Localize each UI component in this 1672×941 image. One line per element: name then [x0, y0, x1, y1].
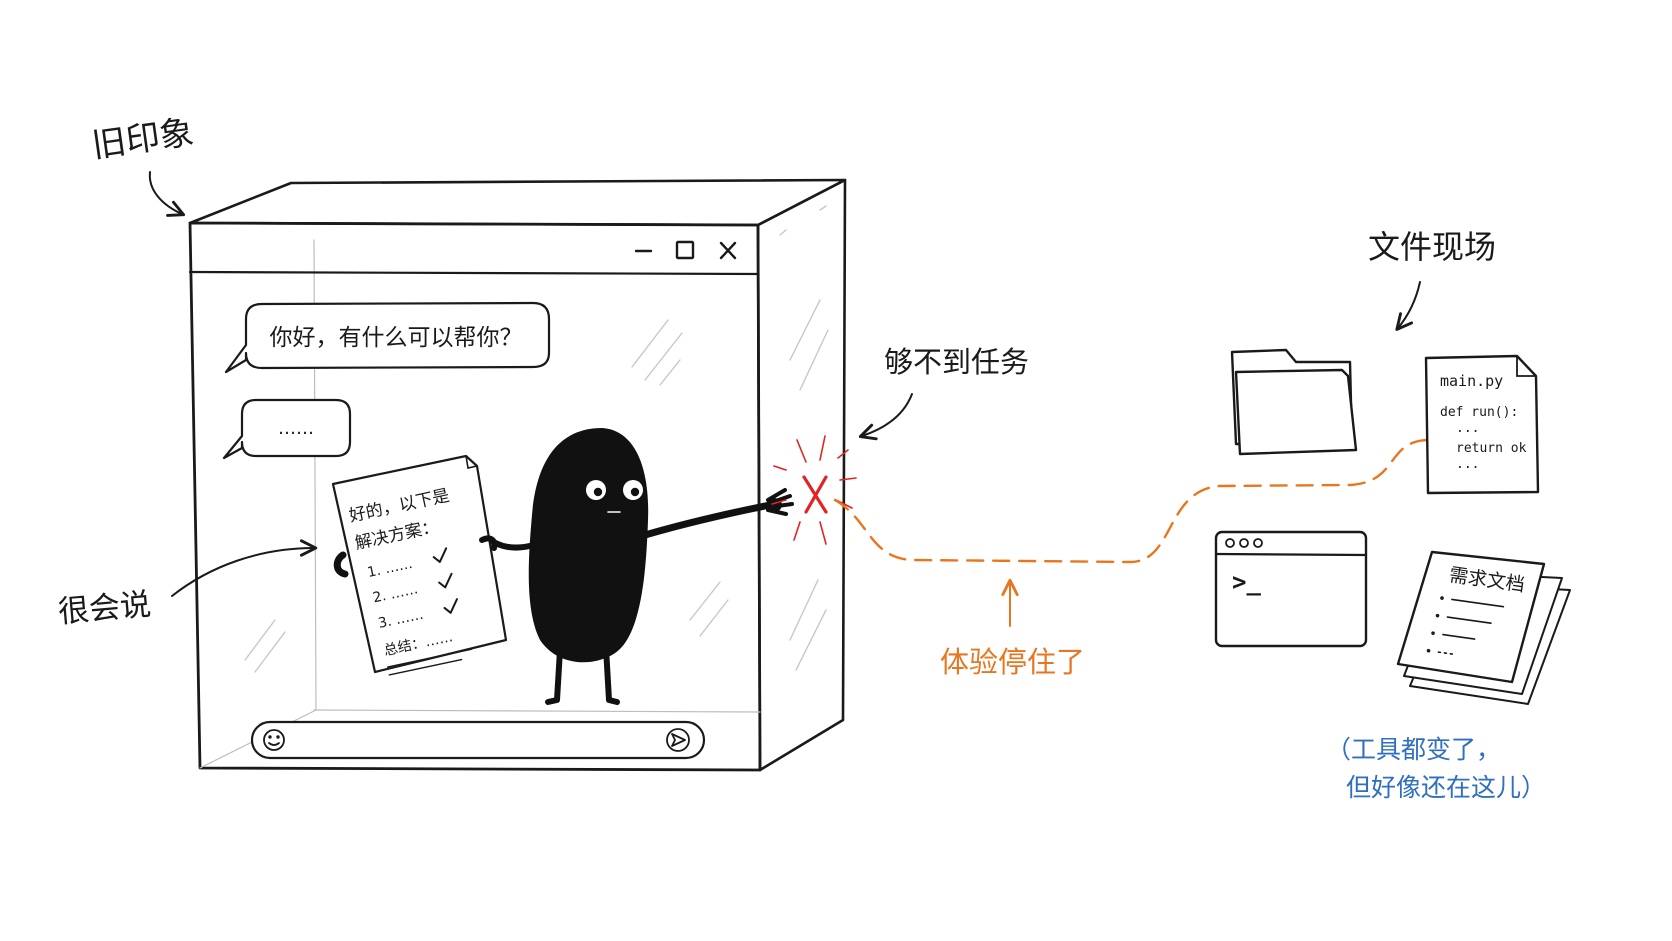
- blob-character: [485, 428, 794, 705]
- code-line3: return ok: [1456, 441, 1527, 456]
- label-old-impression: 旧印象: [90, 112, 197, 166]
- terminal-prompt: >_: [1232, 568, 1261, 596]
- glass-reflections: [244, 205, 829, 673]
- folder-icon[interactable]: [1230, 348, 1358, 456]
- chat-greeting-text: 你好，有什么可以帮你？: [270, 325, 523, 351]
- answer-paper: 好的，以下是 解决方案： 1. …… 2. …… 3. …… 总结：……: [331, 454, 508, 676]
- chat-bubble-typing: ……: [222, 398, 352, 460]
- label-cant-reach: 够不到任务: [884, 345, 1029, 379]
- blocked-x-mark: [771, 435, 857, 545]
- arrow-cant-reach: [858, 393, 913, 441]
- arrow-file-scene: [1395, 281, 1421, 331]
- note-line2: 但好像还在这儿）: [1346, 773, 1546, 802]
- smiley-icon[interactable]: [263, 729, 285, 751]
- chat-bubble-greeting: 你好，有什么可以帮你？: [224, 301, 551, 374]
- dashed-connection: [833, 438, 1432, 564]
- label-good-talker: 很会说: [57, 586, 153, 630]
- close-icon[interactable]: [719, 241, 737, 260]
- code-line1: def run():: [1440, 405, 1518, 420]
- maximize-icon[interactable]: [675, 240, 695, 260]
- code-line2: ...: [1456, 421, 1479, 436]
- chat-input-bar[interactable]: [250, 720, 706, 760]
- arrow-good-talker: [171, 539, 318, 597]
- label-experience-stops: 体验停住了: [940, 645, 1085, 679]
- glass-box: [188, 178, 847, 772]
- label-file-scene: 文件现场: [1368, 228, 1496, 266]
- code-filename: main.py: [1440, 372, 1503, 390]
- arrow-old-impression: [148, 171, 186, 217]
- chat-typing-text: ……: [278, 418, 314, 439]
- window-controls: [634, 240, 737, 260]
- note-line1: （工具都变了，: [1326, 735, 1501, 764]
- file-icon[interactable]: main.py def run(): ... return ok ...: [1424, 354, 1540, 495]
- terminal-icon[interactable]: >_: [1214, 530, 1368, 648]
- code-line4: ...: [1456, 457, 1479, 472]
- check-marks: [432, 547, 458, 614]
- send-icon[interactable]: [666, 728, 690, 752]
- document-icon[interactable]: 需求文档: [1396, 550, 1571, 705]
